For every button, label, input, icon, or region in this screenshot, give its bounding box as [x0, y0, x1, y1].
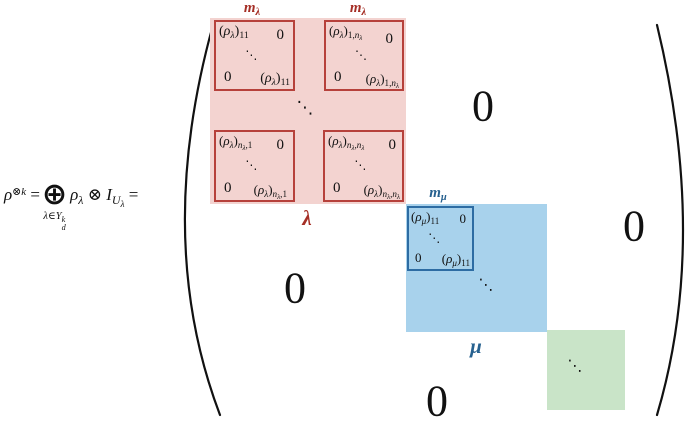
matrix-entry: (ρλ)nλ,1: [219, 133, 253, 152]
zero-entry: 0: [385, 31, 394, 47]
zero-offdiagonal-top-right: 0: [472, 81, 494, 131]
zero-entry: 0: [333, 179, 341, 196]
rho-symbol: ρ: [4, 185, 13, 205]
matrix-entry: (ρλ)11: [219, 24, 249, 42]
rho-lambda-nn-subblock: (ρλ)nλ,nλ 0 ⋱ 0 (ρλ)nλ,nλ: [323, 130, 404, 202]
diagonal-dots-icon: ⋱: [567, 356, 583, 375]
tensor-power-superscript: ⊗k: [12, 186, 27, 199]
m-mu-label: mμ: [429, 185, 447, 204]
matrix-entry: (ρλ)nλ,1: [253, 182, 287, 201]
zero-offdiagonal-bottom-left: 0: [284, 263, 306, 313]
oplus-icon: ⊕: [41, 177, 68, 212]
zero-entry: 0: [276, 137, 285, 153]
diagonal-dots-icon: ⋱: [245, 47, 258, 62]
zero-entry: 0: [459, 211, 467, 226]
equals-sign: =: [30, 185, 40, 205]
zero-entry: 0: [415, 250, 422, 266]
matrix-entry: (ρλ)11: [260, 70, 290, 89]
rho-mu-11-subblock: (ρμ)11 0 ⋱ 0 (ρμ)11: [407, 206, 474, 271]
diagonal-dots-icon: ⋱: [245, 158, 258, 173]
identity-symbol: I: [106, 185, 112, 205]
rho-lambda-identity-term: ρλ ⊗ IUλ =: [70, 185, 139, 210]
element-of-icon: ∈: [47, 211, 56, 222]
diagonal-dots-icon: ⋱: [478, 275, 494, 294]
lambda-block: (ρλ)11 0 ⋱ 0 (ρλ)11 (ρλ)1,nλ 0 ⋱ 0 (ρλ)1…: [210, 18, 406, 204]
diagonal-dots-icon: ⋱: [428, 230, 441, 245]
zero-offdiagonal-bottom-center: 0: [426, 376, 448, 425]
otimes-icon: ⊗: [12, 186, 22, 199]
matrix-entry: (ρλ)1,nλ: [365, 71, 399, 90]
rho-lambda-1n-subblock: (ρλ)1,nλ 0 ⋱ 0 (ρλ)1,nλ: [324, 20, 404, 91]
zero-entry: 0: [224, 68, 232, 85]
rho-tensor-power-term: ρ⊗k =: [4, 185, 40, 205]
diagonal-dots-icon: ⋱: [296, 98, 314, 119]
matrix-entry: (ρλ)nλ,nλ: [328, 133, 365, 152]
right-parenthesis: [655, 23, 685, 417]
equals-sign: =: [128, 185, 139, 205]
lambda-block-label: λ: [302, 206, 312, 230]
rho-lambda-n1-subblock: (ρλ)nλ,1 0 ⋱ 0 (ρλ)nλ,1: [214, 130, 295, 202]
diagonal-dots-icon: ⋱: [354, 47, 367, 62]
zero-entry: 0: [276, 27, 285, 43]
zero-entry: 0: [388, 137, 397, 153]
next-irrep-block: ⋱: [547, 330, 625, 410]
matrix-entry: (ρλ)nλ,nλ: [363, 182, 400, 201]
matrix-entry: (ρμ)11: [441, 251, 470, 268]
zero-offdiagonal-far-right: 0: [623, 201, 645, 251]
m-lambda-label-left: mλ: [243, 0, 261, 19]
zero-entry: 0: [224, 179, 232, 196]
rho-lambda-11-subblock: (ρλ)11 0 ⋱ 0 (ρλ)11: [214, 20, 295, 91]
zero-entry: 0: [334, 68, 342, 85]
diagonal-dots-icon: ⋱: [354, 158, 367, 173]
matrix-entry: (ρλ)1,nλ: [329, 23, 363, 42]
otimes-icon: ⊗: [87, 185, 102, 205]
matrix-entry: (ρμ)11: [411, 209, 440, 226]
mu-block: (ρμ)11 0 ⋱ 0 (ρμ)11 ⋱: [406, 204, 547, 332]
rho-lambda-symbol: ρ: [70, 185, 79, 205]
mu-block-label: μ: [470, 334, 482, 358]
m-lambda-label-right: mλ: [349, 0, 367, 19]
